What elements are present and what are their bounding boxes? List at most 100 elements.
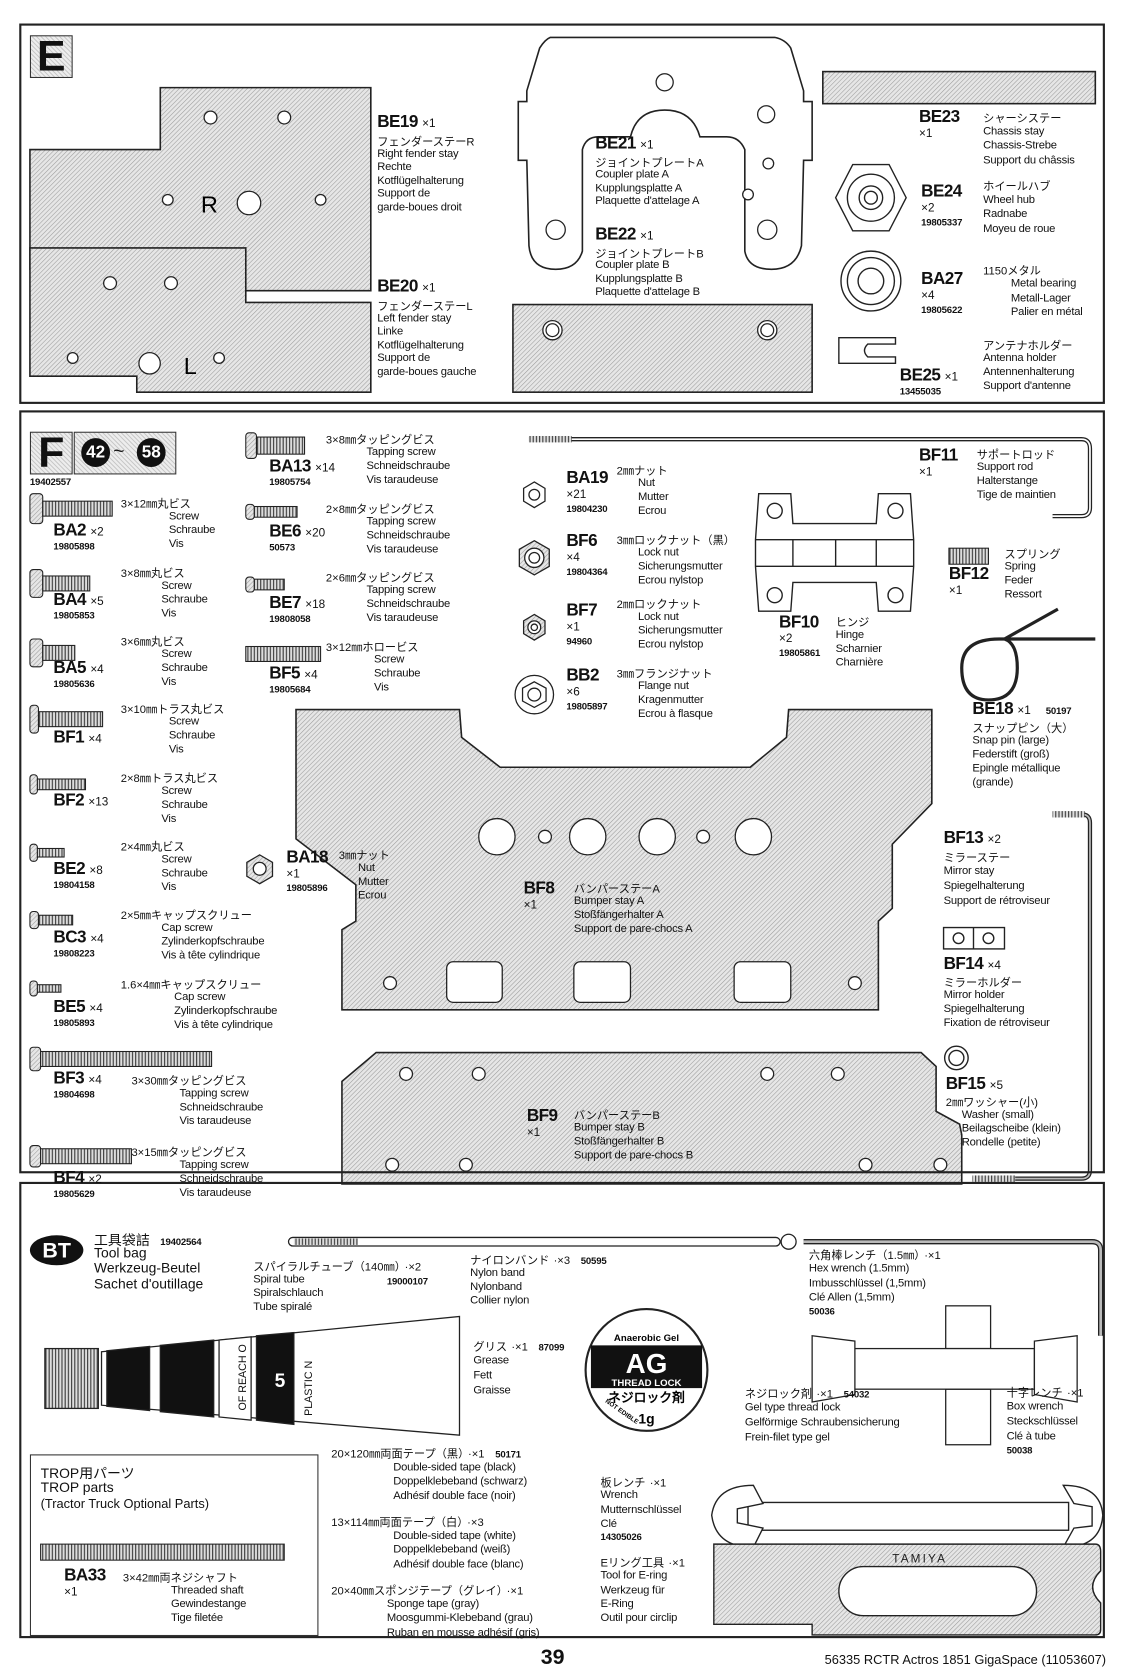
part-bf12-desc-3: Ressort [1004, 587, 1042, 601]
part-ba33-desc-1: Threaded shaft [170, 1583, 244, 1597]
part-bf1-desc-0: 3×10㎜トラス丸ビス [120, 703, 225, 716]
part-be6-desc-1: Tapping screw [366, 515, 436, 528]
part-be21-desc-1: Coupler plate A [595, 168, 669, 181]
part-be23-desc-0: シャーシステー [983, 112, 1062, 126]
bt-logo-badge [29, 1235, 84, 1266]
bt-item-6-qty: ·×1 [1066, 1387, 1084, 1400]
bt-item-10-line-0: Wrench [600, 1488, 638, 1502]
part-ba2-qty: ×2 [90, 525, 104, 539]
part-be5-desc-1: Cap screw [174, 990, 226, 1004]
part-bf14-desc-0: ミラーホルダー [943, 976, 1023, 990]
part-bf3-desc-2: Schneidschraube [179, 1100, 264, 1114]
part-bf5-code: 19805684 [269, 683, 311, 695]
box-wrench [811, 1305, 1078, 1446]
ba27-metal-bearing [840, 250, 902, 312]
part-bf4-desc-0: 3×15㎜タッピングビス [131, 1146, 247, 1160]
part-be18-desc-2: Federstift (groß) [972, 748, 1050, 761]
part-bf4-code: 19805629 [53, 1188, 95, 1199]
part-be22-desc-3: Plaquette d'attelage B [595, 285, 700, 299]
part-ba27-desc-1: Metal bearing [1010, 277, 1077, 291]
part-bf14: BF14×4 [944, 955, 1001, 974]
part-be24: BE24 [921, 183, 962, 202]
part-bf6-desc-3: Ecrou nylstop [637, 573, 704, 587]
part-ba27-desc-3: Palier en métal [1010, 305, 1083, 319]
part-bf11-desc-1: Support rod [976, 460, 1033, 474]
part-be7-desc-1: Tapping screw [366, 583, 436, 597]
bt-item-2-line-0: Nylon band [470, 1266, 525, 1280]
bt-item-0-line-0: Tool bag [94, 1244, 147, 1261]
part-bf5-desc-3: Vis [374, 680, 389, 694]
section-bt [19, 1181, 1105, 1639]
bt-item-7-qty: ·×1 [467, 1447, 485, 1461]
e-ring-tool-brand: TAMIYA [892, 1552, 947, 1565]
part-be24-code: 19805337 [921, 216, 963, 228]
bt-item-5-code: 50036 [808, 1306, 835, 1317]
part-be21: BE21×1 [595, 135, 653, 154]
document-id: 56335 RCTR Actros 1851 GigaSpace (110536… [824, 1652, 1107, 1668]
part-bf1-id: BF1 [53, 728, 85, 747]
part-bf12-desc-0: スプリング [1004, 548, 1061, 562]
bt-item-6-line-1: Steckschlüssel [1006, 1414, 1078, 1428]
section-e-label: E [29, 35, 73, 79]
bt-item-7-code: 50171 [495, 1449, 521, 1460]
part-bf11-qty: ×1 [918, 465, 933, 479]
part-ba5-id: BA5 [53, 659, 87, 678]
bf13-mirror-stay [972, 811, 1093, 1182]
part-be18-id: BE18 [972, 699, 1014, 719]
part-be23-id: BE23 [918, 107, 960, 127]
part-bf6: BF6 [566, 532, 597, 551]
part-bf10-desc-1: Hinge [835, 628, 864, 642]
part-ba4-desc-2: Schraube [161, 593, 208, 606]
bt-item-2-qty: ·×3 [553, 1254, 571, 1268]
part-ba19-id: BA19 [566, 469, 608, 488]
part-bf12-desc-1: Spring [1004, 559, 1036, 573]
part-ba5-desc-3: Vis [161, 675, 177, 689]
part-bf9-qty: ×1 [526, 1126, 541, 1140]
bf11-support-rod [528, 435, 1093, 519]
bf12-spring [948, 547, 989, 565]
part-bf7-qty: ×1 [566, 620, 580, 634]
part-bf6-desc-0: 3㎜ロックナット（黒） [616, 534, 736, 548]
bb2-flange-nut [514, 674, 555, 715]
part-ba2: BA2×2 [53, 521, 103, 540]
bt-item-11-line-2: E-Ring [600, 1597, 634, 1611]
part-be7: BE7×18 [269, 594, 325, 613]
part-ba33-desc-2: Gewindestange [170, 1597, 247, 1611]
part-be2-desc-2: Schraube [161, 866, 208, 880]
part-be20-qty: ×1 [422, 282, 436, 295]
part-ba27: BA27 [921, 270, 963, 289]
bc3-screw-icon [29, 910, 74, 930]
part-bf11-desc-0: サポートロッド [976, 448, 1056, 462]
part-be6-desc-2: Schneidschraube [366, 528, 451, 542]
part-be24-desc-1: Wheel hub [983, 192, 1035, 206]
bt-item-4-code: 54032 [843, 1389, 870, 1400]
bt-item-1-title: スパイラルチューブ（140㎜）·×2 [253, 1259, 421, 1275]
part-bf4-id: BF4 [53, 1169, 85, 1188]
ba19-nut [522, 481, 546, 509]
bt-logo-text: BT [42, 1239, 70, 1263]
part-be5: BE5×4 [53, 998, 102, 1017]
part-bf3: BF3×4 [53, 1070, 101, 1089]
ba33-screw-icon [40, 1543, 285, 1561]
part-bf9-desc-2: Stoßfängerhalter B [573, 1134, 665, 1148]
part-ba18-id: BA18 [286, 848, 328, 867]
part-bf8-desc-2: Stoßfängerhalter A [573, 908, 664, 922]
bt-item-6-line-0: Box wrench [1006, 1399, 1064, 1413]
part-bf3-code: 19804698 [53, 1088, 95, 1100]
part-bf13: BF13×2 [944, 829, 1001, 848]
part-bb2-qty: ×6 [566, 686, 580, 699]
part-ba4-desc-3: Vis [161, 606, 177, 620]
part-ba13-desc-3: Vis taraudeuse [366, 473, 439, 487]
bt-item-4-title-text: ネジロック剤 [744, 1388, 813, 1401]
part-bb2-desc-2: Kragenmutter [637, 693, 704, 707]
part-ba19-desc-1: Nut [637, 476, 655, 490]
bt-item-9-title: 20×40㎜スポンジテープ（グレイ）·×1 [331, 1583, 523, 1599]
part-ba18: BA18 [286, 848, 328, 867]
part-bf6-qty: ×4 [566, 551, 580, 565]
part-bf15-desc-1: Washer (small) [961, 1108, 1034, 1121]
